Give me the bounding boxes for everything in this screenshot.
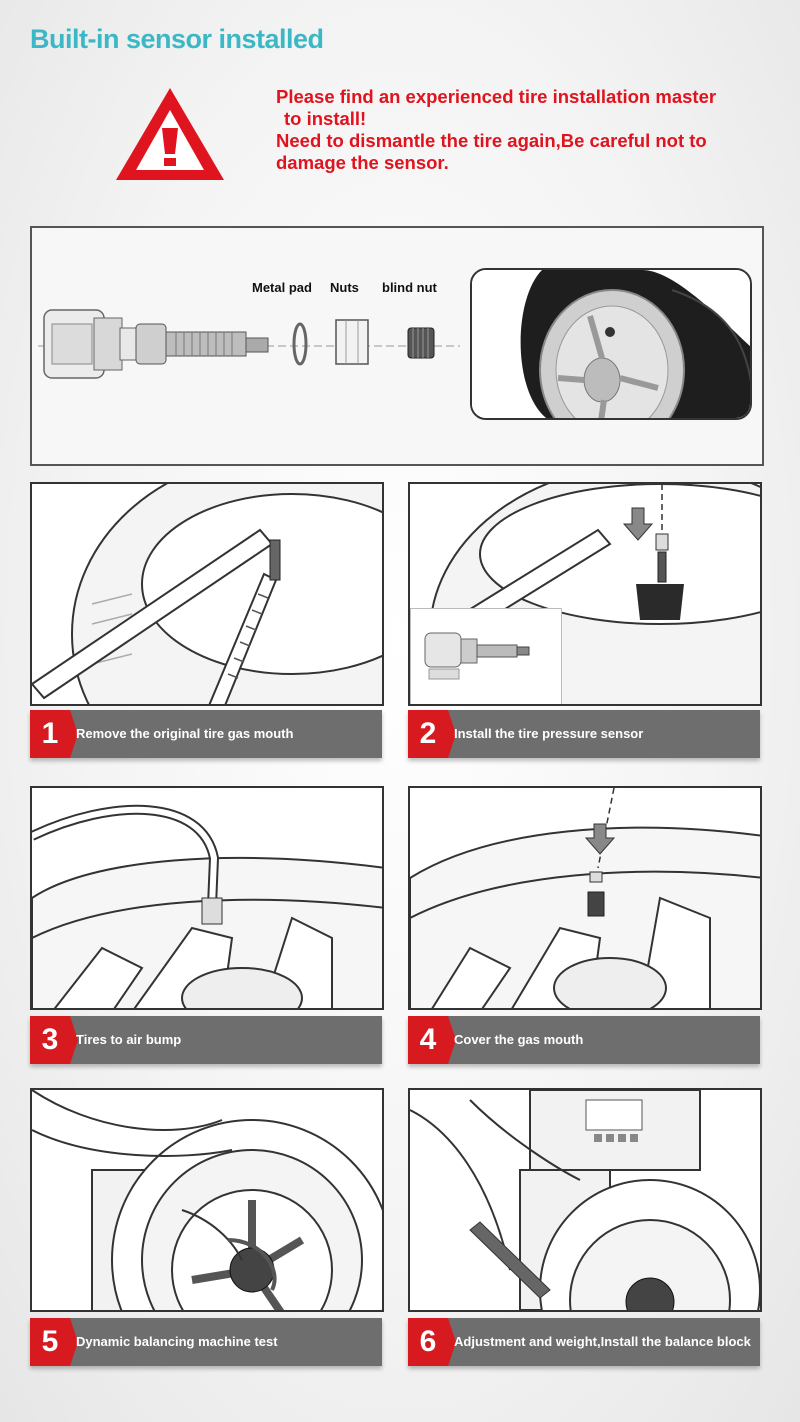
step-3-illustration (30, 786, 384, 1010)
step-6-text: Adjustment and weight,Install the balanc… (454, 1334, 751, 1349)
step-3-text: Tires to air bump (76, 1032, 182, 1047)
warning-line-3: Need to dismantle the tire again,Be care… (276, 130, 707, 151)
step-1-bar: 1 Remove the original tire gas mouth (30, 710, 382, 758)
page-title: Built-in sensor installed (30, 24, 324, 54)
warning-message: Please find an experienced tire installa… (276, 86, 756, 174)
warning-line-4: damage the sensor. (276, 152, 449, 173)
step-4-illustration (408, 786, 762, 1010)
step-5-bar: 5 Dynamic balancing machine test (30, 1318, 382, 1366)
step-5-illustration (30, 1088, 384, 1312)
step-6-number: 6 (408, 1318, 456, 1366)
step-2-illustration (408, 482, 762, 706)
step-5-number: 5 (30, 1318, 78, 1366)
parts-panel: Metal pad Nuts blind nut (30, 226, 764, 466)
step-4-text: Cover the gas mouth (454, 1032, 584, 1047)
step-6-illustration (408, 1088, 762, 1312)
step-3-bar: 3 Tires to air bump (30, 1016, 382, 1064)
step-5-text: Dynamic balancing machine test (76, 1334, 278, 1349)
step-3-number: 3 (30, 1016, 78, 1064)
step-2-text: Install the tire pressure sensor (454, 726, 644, 741)
warning-line-1: Please find an experienced tire installa… (276, 86, 717, 107)
warning-line-2: to install! (284, 108, 367, 129)
warning-triangle-icon (116, 88, 224, 180)
step-6-bar: 6 Adjustment and weight,Install the bala… (408, 1318, 760, 1366)
metal-pad-label: Metal pad (252, 280, 312, 295)
step-4-bar: 4 Cover the gas mouth (408, 1016, 760, 1064)
step-1-illustration (30, 482, 384, 706)
nuts-label: Nuts (330, 280, 359, 295)
sensor-inset (410, 608, 562, 704)
sensor-exploded-diagram (38, 309, 460, 379)
blind-nut-label: blind nut (382, 280, 437, 295)
step-1-number: 1 (30, 710, 78, 758)
step-2-number: 2 (408, 710, 456, 758)
step-1-text: Remove the original tire gas mouth (76, 726, 294, 741)
tire-photo (470, 268, 752, 420)
step-2-bar: 2 Install the tire pressure sensor (408, 710, 760, 758)
step-4-number: 4 (408, 1016, 456, 1064)
